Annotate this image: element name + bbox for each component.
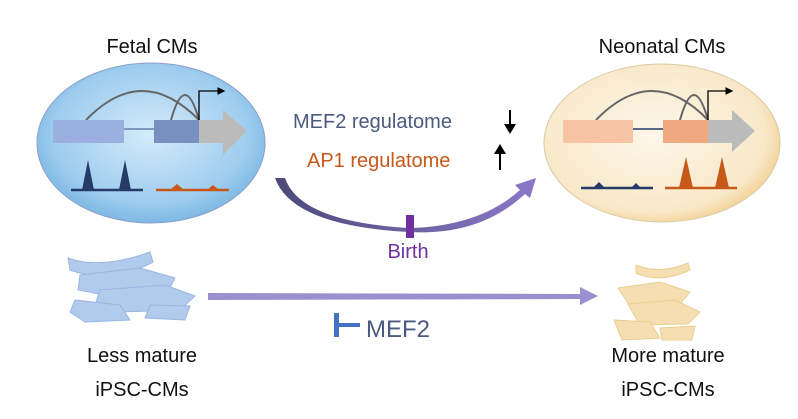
less-mature-ipsc-label: iPSC-CMs <box>95 379 188 401</box>
birth-label: Birth <box>387 241 428 263</box>
ap1-peaks-high <box>679 157 729 188</box>
birth-marker <box>406 215 414 238</box>
inhibit-icon <box>334 313 360 337</box>
ap1-regulatome-label: AP1 regulatome <box>307 150 450 172</box>
fetal-title: Fetal CMs <box>106 36 197 58</box>
birth-transition-arrow <box>275 178 536 233</box>
neonatal-title: Neonatal CMs <box>599 36 726 58</box>
enhancer-box <box>563 120 633 143</box>
mef2-peaks-low <box>593 182 641 188</box>
gene-arrow-icon <box>708 110 755 152</box>
maturation-arrow <box>208 287 598 305</box>
arrow-up-icon <box>494 144 506 170</box>
gene-arrow-icon <box>199 110 247 155</box>
ap1-peaks-low <box>170 184 219 190</box>
mef2-peaks-high <box>82 160 131 190</box>
promoter-box <box>663 120 708 143</box>
mef2-inhibitor-label: MEF2 <box>366 316 430 343</box>
neonatal-cm-cell <box>543 63 781 223</box>
less-mature-label: Less mature <box>87 345 197 367</box>
arrow-down-icon <box>504 110 516 134</box>
fetal-cm-cell <box>36 62 266 224</box>
less-mature-ipsc-cms-image <box>67 251 196 323</box>
promoter-box <box>154 120 199 143</box>
more-mature-ipsc-cms-image <box>613 262 701 341</box>
more-mature-ipsc-label: iPSC-CMs <box>621 379 714 401</box>
more-mature-label: More mature <box>611 345 724 367</box>
enhancer-box <box>53 120 124 143</box>
mef2-regulatome-label: MEF2 regulatome <box>293 111 452 133</box>
